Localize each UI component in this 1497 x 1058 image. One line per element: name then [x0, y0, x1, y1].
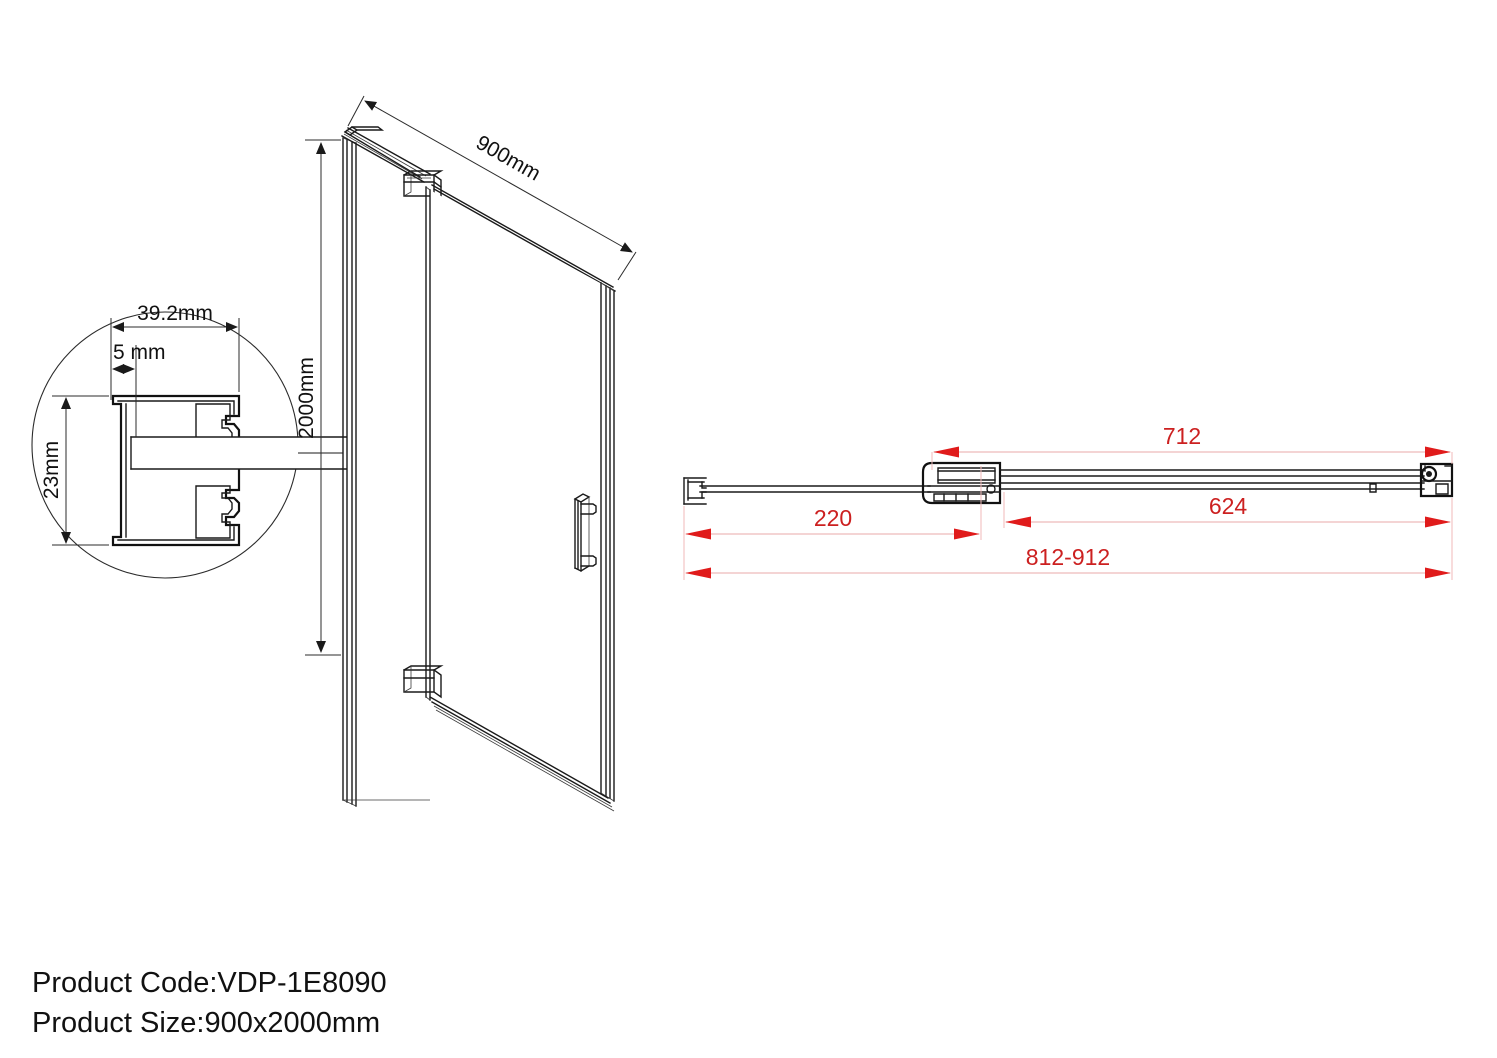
pivot-block [921, 461, 1002, 505]
profile-cross-section-shape [111, 394, 241, 547]
door-handle [573, 493, 597, 572]
dim-220: 220 [683, 466, 982, 540]
detail-circle-group: 39.2mm 5 mm 23mm [31, 302, 347, 579]
end-bracket [1419, 462, 1454, 498]
product-size-line: Product Size:900x2000mm [32, 1007, 381, 1039]
caption-block: Product Code:VDP-1E8090 Product Size:900… [32, 963, 832, 1043]
fixed-panel [342, 137, 357, 807]
dim-23mm-label: 23mm [40, 441, 63, 499]
product-code-line: Product Code:VDP-1E8090 [32, 967, 387, 999]
dim-812-912-label: 812-912 [1026, 544, 1110, 570]
dim-23mm: 23mm [40, 395, 109, 546]
dim-39-2mm-label: 39.2mm [137, 302, 213, 325]
dim-5mm: 5 mm [110, 341, 166, 437]
door-panel [425, 186, 615, 802]
dim-624: 624 [1003, 492, 1453, 528]
bottom-hinge [403, 665, 444, 699]
dim-2000mm: 2000mm [295, 139, 341, 656]
plan-view-group: 712 220 624 812-912 [683, 423, 1454, 580]
dim-712: 712 [931, 423, 1453, 470]
dim-220-label: 220 [814, 505, 852, 531]
door-bottom-edge [429, 696, 615, 812]
dim-39-2mm: 39.2mm [110, 302, 240, 400]
dim-812-912: 812-912 [683, 498, 1453, 580]
glass-run-right [999, 469, 1425, 493]
elevation-view-group: 900mm 2000mm [295, 95, 637, 812]
top-rail [341, 126, 431, 183]
glass-run-left [699, 485, 931, 493]
dim-5mm-label: 5 mm [113, 341, 166, 364]
dim-2000mm-label: 2000mm [295, 357, 318, 439]
dim-624-label: 624 [1209, 493, 1248, 519]
dim-900mm-label: 900mm [472, 131, 544, 185]
dim-712-label: 712 [1163, 423, 1201, 449]
wall-channel [683, 477, 707, 505]
